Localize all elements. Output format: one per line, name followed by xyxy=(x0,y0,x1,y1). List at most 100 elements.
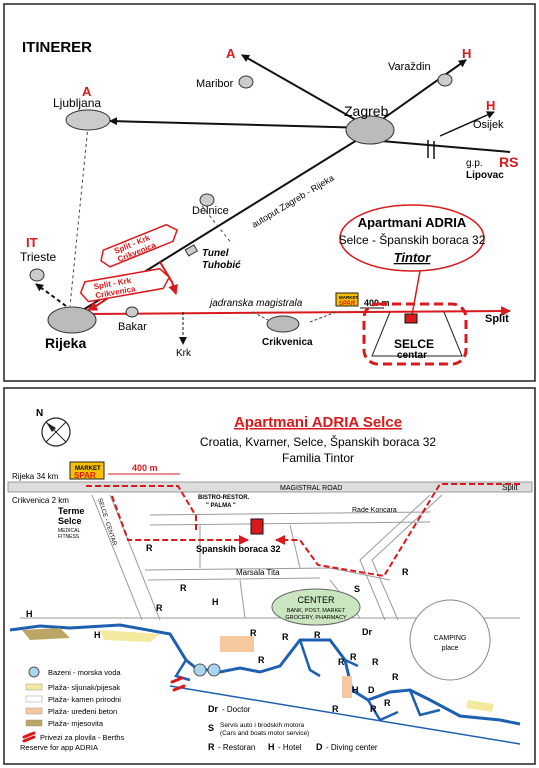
label-trieste: Trieste xyxy=(20,250,57,264)
local-map-family: Familia Tintor xyxy=(282,451,354,465)
svg-text:R: R xyxy=(156,603,163,613)
label-magistral-road: MAGISTRAL ROAD xyxy=(280,485,342,492)
ljubljana-marker xyxy=(65,109,111,131)
label-tuhobic: Tuhobić xyxy=(202,260,241,271)
beach-mixed xyxy=(22,628,70,640)
legend-restoran: - Restoran xyxy=(218,743,255,752)
distance-bottom: 400 m xyxy=(132,463,158,473)
country-a-austria: A xyxy=(226,46,236,61)
label-rade-koncara: Rade Koncara xyxy=(352,507,397,514)
road-to-trieste xyxy=(35,283,67,307)
svg-text:R: R xyxy=(180,583,187,593)
bakar-marker xyxy=(125,306,139,318)
label-bakar: Bakar xyxy=(118,321,147,333)
svg-text:(Cars and boats motor service): (Cars and boats motor service) xyxy=(220,730,309,737)
svg-text:D: D xyxy=(368,685,375,695)
legend-bazeni: Bazeni - morska voda xyxy=(48,668,121,677)
svg-text:MARKET: MARKET xyxy=(75,466,101,472)
svg-text:R: R xyxy=(332,704,339,714)
map-markers: R R R H H H R R R R R R R H D R R R R R … xyxy=(26,543,409,714)
road-zagreb-austria xyxy=(241,54,371,129)
crikvenica-marker xyxy=(266,315,300,333)
svg-text:R: R xyxy=(384,698,391,708)
trieste-marker xyxy=(29,268,45,282)
label-marsala-tita: Marsala Tita xyxy=(236,568,280,577)
itinerer-title: ITINERER xyxy=(22,39,92,56)
label-crikvenica: Crikvenica xyxy=(262,337,313,348)
label-magistrala: jadranska magistrala xyxy=(208,298,303,309)
label-selce: SELCE xyxy=(394,337,434,351)
svg-text:MEDICAL: MEDICAL xyxy=(58,528,80,534)
local-map-subtitle: Croatia, Kvarner, Selce, Španskih boraca… xyxy=(200,434,436,449)
svg-text:S: S xyxy=(354,584,360,594)
rijeka-marker xyxy=(47,306,97,334)
svg-text:D: D xyxy=(316,742,323,752)
coastline xyxy=(9,623,521,726)
legend-privezi: Privezi za plovila - Berths xyxy=(40,733,124,742)
svg-text:R: R xyxy=(314,630,321,640)
center-zone xyxy=(271,588,361,626)
svg-text:R: R xyxy=(370,704,377,714)
pool-2 xyxy=(207,663,221,677)
market-spar-bottom xyxy=(69,461,105,480)
svg-text:N: N xyxy=(36,408,43,419)
svg-text:Selce: Selce xyxy=(58,516,82,526)
label-lipovac: Lipovac xyxy=(466,170,504,181)
callout-title: Apartmani ADRIA xyxy=(358,215,467,230)
beach-concrete-1 xyxy=(220,636,254,652)
callout-address: Selce - Španskih boraca 32 xyxy=(339,232,486,247)
pool-1 xyxy=(193,663,207,677)
delnice-marker xyxy=(199,193,215,207)
road-to-osijek xyxy=(439,111,495,137)
market-spar-top xyxy=(335,292,359,307)
local-map-title: Apartmani ADRIA Selce xyxy=(234,414,402,431)
road-zagreb-hungary xyxy=(369,59,467,129)
label-tunel: Tunel xyxy=(202,248,229,259)
svg-text:H: H xyxy=(212,597,219,607)
legend-service: Servis auto i brodskih motora xyxy=(220,722,305,729)
label-crikvenica-km: Crikvenica 2 km xyxy=(12,496,69,505)
apartment-marker xyxy=(250,518,264,535)
berths-icon xyxy=(170,676,186,692)
road-zagreb-lipovac xyxy=(369,139,511,153)
svg-text:R: R xyxy=(402,567,409,577)
svg-text:R: R xyxy=(146,543,153,553)
label-varazdin: Varaždin xyxy=(388,61,431,73)
legend-hotel: - Hotel xyxy=(278,743,302,752)
local-map-frame xyxy=(3,387,536,765)
legend-plaza-mjesovita: Plaža- mjesovita xyxy=(48,719,104,728)
svg-text:SPAR: SPAR xyxy=(74,471,96,480)
road-zagreb-ljubljana xyxy=(109,117,371,129)
svg-text:R: R xyxy=(258,655,265,665)
svg-text:R: R xyxy=(282,632,289,642)
svg-text:R: R xyxy=(250,628,257,638)
sign1-arrow xyxy=(159,261,178,295)
svg-text:H: H xyxy=(94,630,101,640)
svg-text:MARKET: MARKET xyxy=(339,295,358,300)
apartment-callout xyxy=(339,204,485,272)
beach-concrete-2 xyxy=(342,676,352,698)
svg-text:SPAR: SPAR xyxy=(339,301,356,307)
svg-text:H: H xyxy=(352,685,359,695)
legend-diving: - Diving center xyxy=(326,743,378,752)
svg-text:S: S xyxy=(208,723,214,733)
legend-plaza-kamen: Plaža- kamen prirodni xyxy=(48,695,121,704)
route-from-split xyxy=(275,483,520,578)
label-maribor: Maribor xyxy=(196,78,234,90)
label-krk: Krk xyxy=(176,348,192,359)
svg-text:Dr: Dr xyxy=(208,704,218,714)
selce-centar-zone xyxy=(362,302,468,366)
zagreb-marker xyxy=(345,115,395,145)
label-osijek: Osijek xyxy=(473,119,504,131)
svg-text:R: R xyxy=(350,652,357,662)
camping-place xyxy=(409,599,491,681)
label-split-bottom: Split xyxy=(502,483,518,492)
svg-text:GROCERY, PHARMACY: GROCERY, PHARMACY xyxy=(285,615,347,621)
svg-text:H: H xyxy=(26,609,33,619)
legend: Bazeni - morska voda Plaža- sljunak/pije… xyxy=(20,666,378,752)
label-bistro: BISTRO-RESTOR. xyxy=(198,495,250,501)
svg-text:FITNESS: FITNESS xyxy=(58,534,80,540)
legend-plaza-beton: Plaža- uređeni beton xyxy=(48,707,117,716)
route-selce-centar xyxy=(111,495,249,545)
